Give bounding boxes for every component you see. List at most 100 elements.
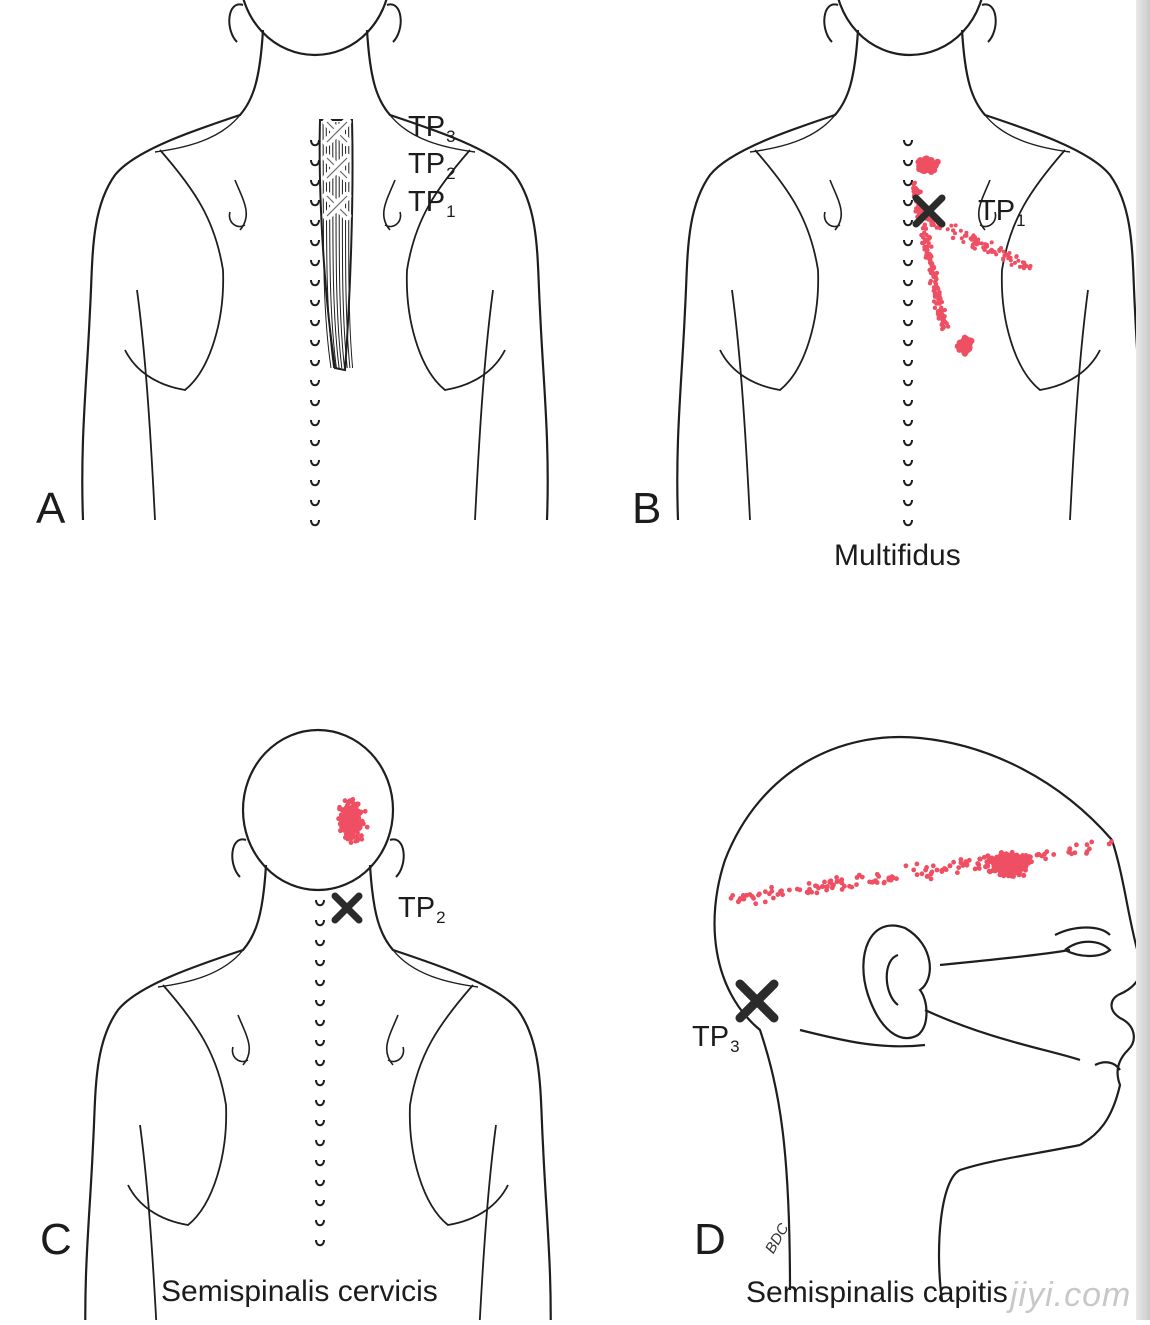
panel-b-caption: Multifidus [834, 539, 961, 572]
pain-dot [1017, 264, 1022, 269]
pain-dot [979, 241, 984, 246]
vertebra-mark [904, 240, 912, 245]
pain-dot [794, 886, 800, 892]
pain-dot [928, 258, 933, 263]
pain-dot [941, 325, 946, 331]
pain-dot [928, 278, 933, 284]
pain-dot [886, 877, 892, 883]
pain-dot [1036, 851, 1042, 857]
pain-dot [1072, 850, 1078, 856]
pain-dot [934, 867, 940, 873]
pain-dot [924, 874, 930, 879]
panel-d-caption: Semispinalis capitis [746, 1276, 1008, 1309]
pain-dot [829, 885, 835, 891]
vertebra-mark [904, 160, 912, 165]
pain-dot [961, 240, 966, 244]
vertebra-mark [316, 1120, 324, 1125]
vertebra-mark [904, 260, 912, 265]
pain-dot [986, 250, 991, 255]
pain-dot [362, 808, 368, 814]
pain-dot [345, 817, 351, 822]
pain-dot [975, 239, 980, 244]
pain-dot [348, 836, 354, 841]
pain-dot [933, 281, 939, 287]
pain-dot [989, 855, 995, 862]
pain-dot [359, 836, 365, 842]
vertebra-mark [316, 940, 324, 945]
pain-dot [997, 248, 1002, 253]
vertebra-mark [311, 480, 319, 485]
pain-dot [932, 305, 938, 310]
pain-dot [924, 247, 930, 252]
pain-dot [1021, 872, 1027, 878]
pain-dot [1051, 852, 1057, 857]
pain-dot [1022, 867, 1028, 873]
pain-dot [753, 901, 759, 907]
pain-dot [1043, 856, 1048, 862]
pain-dot [935, 286, 941, 291]
pain-dot [1028, 859, 1034, 865]
pain-dot [1013, 260, 1017, 265]
pain-dot [1009, 262, 1014, 267]
pain-dot [924, 251, 929, 256]
vertebra-mark [316, 1040, 324, 1045]
vertebra-mark [904, 320, 912, 325]
panel-c-letter: C [40, 1215, 72, 1264]
pain-dot [344, 803, 350, 808]
pain-dot [903, 863, 909, 869]
pain-dot [919, 871, 925, 877]
pain-dot [960, 863, 966, 868]
pain-dot [931, 274, 936, 279]
vertebra-mark [316, 1240, 324, 1245]
pain-dot [771, 895, 776, 901]
pain-dot [964, 862, 970, 868]
pain-dot [1001, 863, 1007, 869]
pain-dot [1008, 258, 1013, 263]
vertebra-mark [904, 440, 912, 445]
pain-dot [1014, 254, 1019, 259]
pain-dot [920, 240, 925, 246]
vertebra-mark [904, 280, 912, 285]
pain-dot [847, 883, 852, 889]
pain-dot [942, 319, 948, 325]
pain-dot [343, 831, 349, 837]
muscle-fiber [336, 122, 342, 368]
pain-dot [854, 882, 859, 887]
pain-dot [982, 246, 987, 251]
pain-dot [747, 892, 753, 897]
pain-dot [762, 899, 768, 905]
pain-dot [915, 190, 920, 196]
pain-dot [928, 270, 934, 276]
pain-dot [354, 824, 360, 829]
pain-dot [956, 865, 962, 870]
pain-dot [928, 876, 934, 882]
vertebra-mark [311, 400, 319, 405]
pain-dot [936, 316, 941, 321]
pain-dot [1003, 855, 1009, 861]
pain-dot [936, 296, 941, 301]
pain-dot [985, 863, 991, 869]
pain-dot [1027, 266, 1032, 271]
pain-dot [959, 236, 964, 241]
vertebra-mark [311, 160, 319, 165]
pain-dot [947, 863, 953, 869]
panel-d-trigger-point-marker [740, 984, 774, 1018]
pain-dot [769, 884, 774, 890]
pain-dot [932, 294, 938, 299]
pain-dot [345, 826, 351, 832]
pain-dot [348, 840, 354, 845]
pain-dot [1084, 851, 1089, 856]
vertebra-mark [316, 1080, 324, 1085]
pain-dot [787, 887, 792, 893]
panel-a-letter: A [36, 484, 66, 533]
pain-dot [951, 859, 956, 865]
vertebra-mark [311, 280, 319, 285]
vertebra-mark [316, 1000, 324, 1005]
pain-dot [953, 231, 957, 236]
pain-dot [842, 883, 847, 889]
panel-c-referred-pain [336, 797, 370, 845]
pain-dot [1011, 864, 1017, 870]
pain-dot [983, 242, 988, 247]
vertebra-mark [904, 460, 912, 465]
